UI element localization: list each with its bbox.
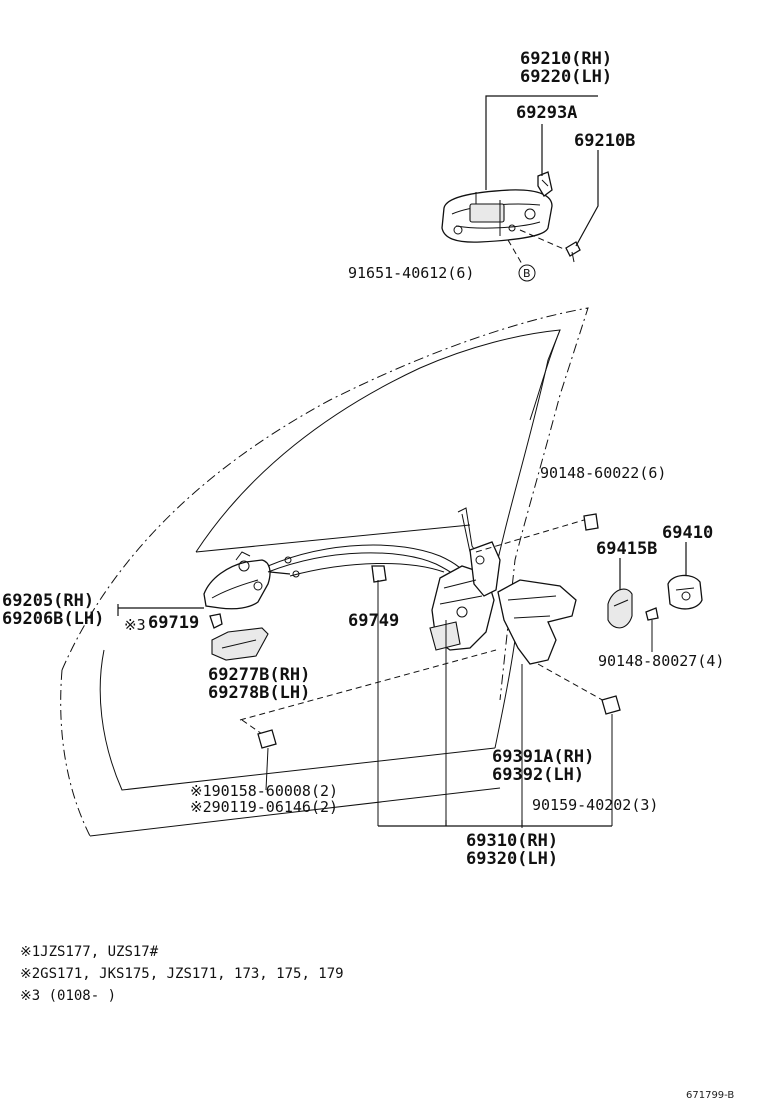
bottom-bracket-69310 <box>378 820 612 827</box>
mark-3: ※3 <box>124 616 146 634</box>
label-69293A: 69293A <box>516 103 577 123</box>
diagram-code: 671799-B <box>686 1090 734 1101</box>
handle-bezel-69277B <box>211 627 269 661</box>
label-90159-40202: 90159-40202(3) <box>532 796 658 814</box>
screw-90159 <box>537 663 621 826</box>
label-69749: 69749 <box>348 611 399 631</box>
label-69205-rh: 69205(RH) <box>2 591 94 611</box>
label-90158-60008: ※190158-60008(2) <box>190 782 338 800</box>
label-69310-rh: 69310(RH) <box>466 831 558 851</box>
outside-handle-assembly <box>441 189 553 243</box>
clip-69719 <box>209 613 223 629</box>
door-lock-assembly <box>429 507 501 826</box>
label-90119-06146: ※290119-06146(2) <box>190 798 338 816</box>
left-leaders <box>117 571 497 735</box>
label-90148-80027: 90148-80027(4) <box>598 652 724 670</box>
label-69320-lh: 69320(LH) <box>466 849 558 869</box>
note-2: ※2GS171, JKS175, JZS171, 173, 175, 179 <box>20 966 344 982</box>
label-69719: 69719 <box>148 613 199 633</box>
note-1: ※1JZS177, UZS17# <box>20 944 159 960</box>
label-90148-60022: 90148-60022(6) <box>540 464 666 482</box>
label-69410: 69410 <box>662 523 713 543</box>
rod-clip-69749 <box>371 565 387 826</box>
part-labels: 69210(RH) 69220(LH) 69293A 69210B 91651-… <box>2 49 724 869</box>
label-69391A-rh: 69391A(RH) <box>492 747 594 767</box>
note-3: ※3 (0108- ) <box>20 988 116 1004</box>
label-69278B-lh: 69278B(LH) <box>208 683 310 703</box>
footnotes: ※1JZS177, UZS17# ※2GS171, JKS175, JZS171… <box>20 944 344 1004</box>
striker-shim-69415B <box>607 588 633 629</box>
top-leaders <box>485 95 599 282</box>
handle-clip-69293A <box>537 171 553 197</box>
screw-90158 <box>257 729 277 791</box>
label-69392-lh: 69392(LH) <box>492 765 584 785</box>
handle-bolt-69210B <box>565 241 581 263</box>
striker-leaders <box>619 542 687 652</box>
label-69415B: 69415B <box>596 539 657 559</box>
label-69210-rh: 69210(RH) <box>520 49 612 69</box>
label-69210B: 69210B <box>574 131 635 151</box>
label-69277B-rh: 69277B(RH) <box>208 665 310 685</box>
label-69220-lh: 69220(LH) <box>520 67 612 87</box>
inside-handle-69205 <box>203 551 271 610</box>
label-91651-40612: 91651-40612(6) <box>348 264 474 282</box>
label-69206B-lh: 69206B(LH) <box>2 609 104 629</box>
ref-b-outer: B <box>523 267 531 280</box>
door-frame-outline <box>60 307 589 837</box>
lock-cover-69391A <box>497 579 577 828</box>
striker-69410 <box>667 574 703 610</box>
screw-90148-60022 <box>475 513 599 553</box>
